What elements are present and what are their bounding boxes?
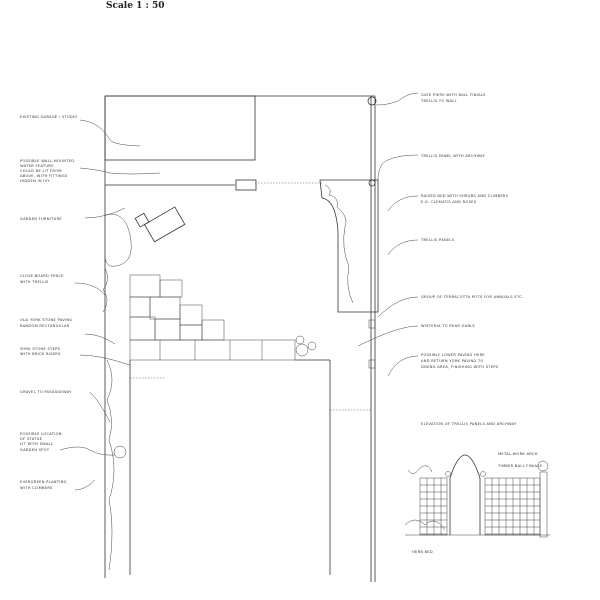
svg-text:of statue: of statue [20,437,43,441]
scale-label: Scale 1 : 50 [106,1,165,11]
svg-text:e.g. clematis and roses: e.g. clematis and roses [421,200,477,204]
svg-text:Trellis panels: Trellis panels [420,238,455,242]
raised-bed [319,179,379,313]
svg-text:Existing garage / studio: Existing garage / studio [20,115,77,119]
svg-text:garden spot: garden spot [20,448,50,452]
svg-text:could be lit from: could be lit from [20,169,62,173]
svg-text:and return York paving to: and return York paving to [421,359,484,363]
statue [113,445,127,459]
svg-text:with climbers: with climbers [20,486,53,490]
terracotta-pot [295,343,309,357]
york-stone-paving [129,274,225,341]
svg-text:Herb bed: Herb bed [412,550,433,554]
svg-text:York stone steps: York stone steps [20,347,61,351]
svg-text:random rectangular: random rectangular [20,324,70,328]
svg-text:lit with small: lit with small [20,442,53,446]
svg-text:Timber ball finials: Timber ball finials [497,464,543,468]
svg-text:Possible wall-mounted: Possible wall-mounted [20,159,74,163]
svg-text:water feature: water feature [20,164,54,168]
svg-text:Garden furniture: Garden furniture [20,217,62,221]
svg-text:Close-board fence: Close-board fence [20,274,64,278]
stone-steps [129,335,317,361]
svg-text:Wisteria to rear gable: Wisteria to rear gable [421,324,476,328]
plan-outline [102,95,379,582]
svg-text:Elevation of trellis panels an: Elevation of trellis panels and archway [421,422,517,426]
svg-text:Gate piers with ball finials: Gate piers with ball finials [421,93,486,97]
garage [104,95,256,161]
svg-text:Trellis panel with archway: Trellis panel with archway [420,154,486,158]
left-annotations: Existing garage / studio Possible wall-m… [20,115,77,490]
ball-finial [537,460,549,472]
leader-lines [59,92,419,491]
svg-text:Metal-work arch: Metal-work arch [498,452,538,456]
svg-text:Possible location: Possible location [20,432,62,436]
garden-furniture [134,206,186,243]
svg-text:above, with fittings: above, with fittings [20,174,68,178]
svg-text:with brick risers: with brick risers [20,352,61,356]
svg-text:hidden in ivy: hidden in ivy [20,179,50,183]
gate-pier [367,96,377,106]
svg-text:trellis to wall: trellis to wall [420,99,457,103]
right-annotations: Gate piers with ball finials trellis to … [420,93,524,369]
svg-text:Possibly lower paving here: Possibly lower paving here [421,353,485,357]
svg-text:Gravel to passageway: Gravel to passageway [20,390,72,394]
svg-text:Raised bed with shrubs and cli: Raised bed with shrubs and climbers [421,194,509,198]
svg-text:Old York stone paving: Old York stone paving [20,318,72,322]
svg-text:Evergreen planting: Evergreen planting [20,480,67,484]
svg-text:Group of terracotta pots for a: Group of terracotta pots for annuals etc… [421,295,524,299]
svg-text:dining area, finishing with st: dining area, finishing with steps [421,365,499,369]
svg-text:with trellis: with trellis [20,280,49,284]
trellis-elevation: Elevation of trellis panels and archway … [404,422,550,554]
